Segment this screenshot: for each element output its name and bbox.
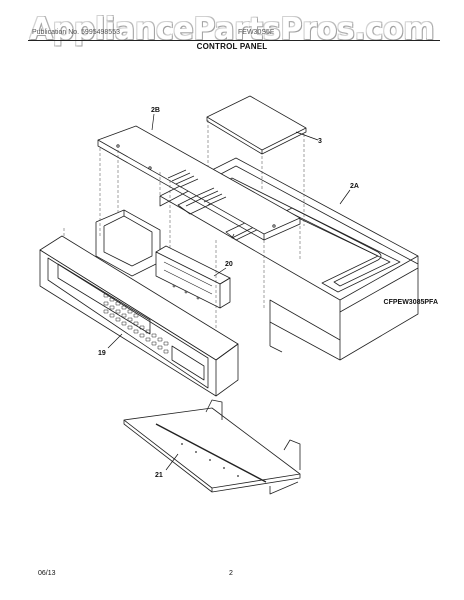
footer-date: 06/13	[38, 570, 56, 577]
callout-2b: 2B	[151, 107, 160, 114]
header-rule	[28, 40, 440, 41]
callout-19: 19	[98, 350, 106, 357]
callout-3: 3	[318, 138, 322, 145]
alignment-lines	[63, 120, 305, 330]
diagram-code: CFPEW3085PFA	[383, 299, 438, 306]
part-19-console	[39, 235, 239, 397]
leader-lines	[107, 113, 351, 471]
part-21-tray	[123, 399, 301, 495]
part-20-board	[155, 245, 231, 373]
callout-20: 20	[225, 261, 233, 268]
part-3-panel	[206, 95, 307, 155]
publication-number: Publication No. 5995498553	[32, 29, 120, 36]
model-number: FEW30S5F	[238, 29, 275, 36]
section-title: CONTROL PANEL	[196, 42, 268, 51]
callout-2a: 2A	[350, 183, 359, 190]
page-number: 2	[229, 570, 233, 577]
callout-21: 21	[155, 472, 163, 479]
